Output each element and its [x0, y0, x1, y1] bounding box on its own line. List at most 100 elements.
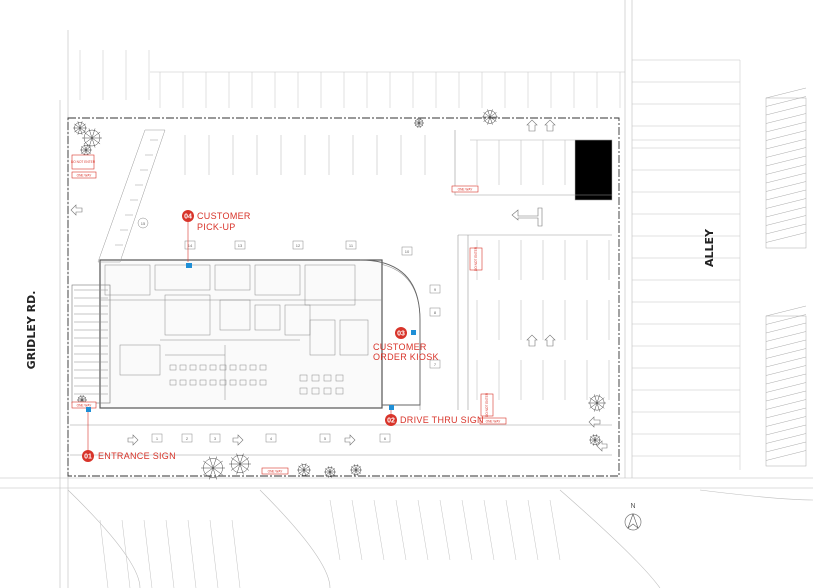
one-way-sign: ONE WAY — [71, 401, 97, 409]
stall-marker: 3 — [209, 433, 221, 443]
stall-marker: 1 — [151, 433, 163, 443]
plan-line — [765, 138, 807, 150]
plan-room — [323, 374, 332, 382]
north-label: N — [630, 503, 635, 510]
plan-line — [461, 499, 473, 561]
plan-line — [765, 206, 807, 218]
stall-marker: 11 — [345, 240, 357, 250]
stall-marker: 10 — [401, 246, 413, 256]
plan-room — [169, 364, 177, 371]
plan-room — [209, 364, 217, 371]
tree — [414, 118, 424, 128]
stall-number: 5 — [324, 436, 327, 441]
plan-line — [505, 499, 517, 561]
tree — [350, 464, 362, 476]
plan-line — [187, 519, 197, 588]
plan-line — [549, 499, 561, 561]
stall-marker: 13 — [234, 240, 246, 250]
callout-customer-order-kiosk: 03 CUSTOMER ORDER KIOSK — [373, 327, 439, 362]
one-way-sign: ONE WAY — [261, 467, 289, 475]
plan-room — [229, 379, 237, 386]
callout-customer-pick-up: 04 CUSTOMER PICK-UP — [182, 210, 251, 232]
east-stalls: 9 8 7 15 — [137, 217, 441, 369]
tree — [201, 456, 225, 480]
stall-number: 6 — [384, 436, 387, 441]
one-way-sign: ONE WAY — [479, 417, 507, 425]
lot-stalls — [184, 135, 613, 400]
plan-line — [765, 87, 807, 99]
trees — [73, 109, 606, 480]
stall-marker: 14 — [184, 240, 196, 250]
plan-line — [765, 215, 807, 226]
plan-room — [164, 294, 211, 336]
plan-line — [329, 499, 341, 561]
callout-number: 02 — [387, 418, 395, 425]
plan-line — [765, 130, 807, 141]
plan-line — [765, 390, 807, 402]
plan-line — [765, 155, 807, 167]
pickup-marker — [186, 263, 192, 268]
stall-number: 4 — [270, 436, 273, 441]
plan-line — [209, 519, 219, 588]
plan-room — [229, 364, 237, 371]
entrance-sign-marker — [86, 407, 91, 412]
plan-line — [351, 499, 363, 561]
stall-number: 1 — [156, 436, 159, 441]
kiosk-marker — [411, 330, 416, 335]
plan-room — [104, 264, 151, 296]
plan-line — [765, 399, 807, 410]
plan-room — [254, 304, 281, 331]
plan-room — [249, 364, 257, 371]
plan-line — [765, 198, 807, 209]
stall-number: 10 — [405, 249, 410, 254]
callout-label: DRIVE THRU SIGN — [400, 415, 484, 425]
callout-label: ENTRANCE SIGN — [98, 451, 176, 461]
plan-room — [219, 379, 227, 386]
callout-line2: PICK-UP — [197, 222, 236, 232]
plan-line — [483, 499, 495, 561]
callout-number: 03 — [397, 331, 405, 338]
plan-line — [765, 121, 807, 133]
stall-number: 11 — [349, 243, 354, 248]
stall-number: 14 — [188, 243, 193, 248]
tree — [82, 128, 102, 148]
plan-line — [395, 499, 407, 561]
plan-line — [765, 382, 807, 393]
one-way-sign: ONE WAY — [451, 185, 479, 193]
plan-line — [765, 305, 807, 317]
tree — [324, 466, 336, 478]
stall-marker: 4 — [265, 433, 277, 443]
stall-number: 15 — [141, 221, 146, 226]
sign-markers — [86, 263, 416, 412]
plan-room — [199, 379, 207, 386]
plan-line — [765, 331, 807, 342]
callout-entrance-sign: 01 ENTRANCE SIGN — [82, 450, 176, 462]
drive-thru-stalls: 1 2 3 4 5 6 — [151, 433, 391, 443]
tree — [297, 463, 311, 477]
plan-room — [219, 364, 227, 371]
plan-line — [765, 433, 807, 444]
plan-room — [239, 379, 247, 386]
tree — [482, 109, 498, 125]
stall-number: 7 — [434, 362, 437, 367]
stall-marker: 5 — [319, 433, 331, 443]
pickup-stalls: 14 13 12 11 10 — [184, 240, 413, 256]
plan-line — [765, 424, 807, 436]
sign-text: ONE WAY — [268, 470, 284, 474]
plan-line — [417, 499, 429, 561]
east-parking-lines — [632, 59, 741, 470]
stall-marker: 2 — [181, 433, 193, 443]
tree — [589, 434, 601, 446]
plan-room — [209, 379, 217, 386]
plan-line — [765, 365, 807, 376]
plan-line — [765, 172, 807, 184]
sign-text: ONE WAY — [77, 174, 93, 178]
stall-number: 3 — [214, 436, 217, 441]
plan-line — [765, 104, 807, 116]
plan-room — [335, 374, 344, 382]
plan-room — [323, 387, 332, 395]
plan-room — [259, 379, 267, 386]
plan-line — [765, 113, 807, 124]
